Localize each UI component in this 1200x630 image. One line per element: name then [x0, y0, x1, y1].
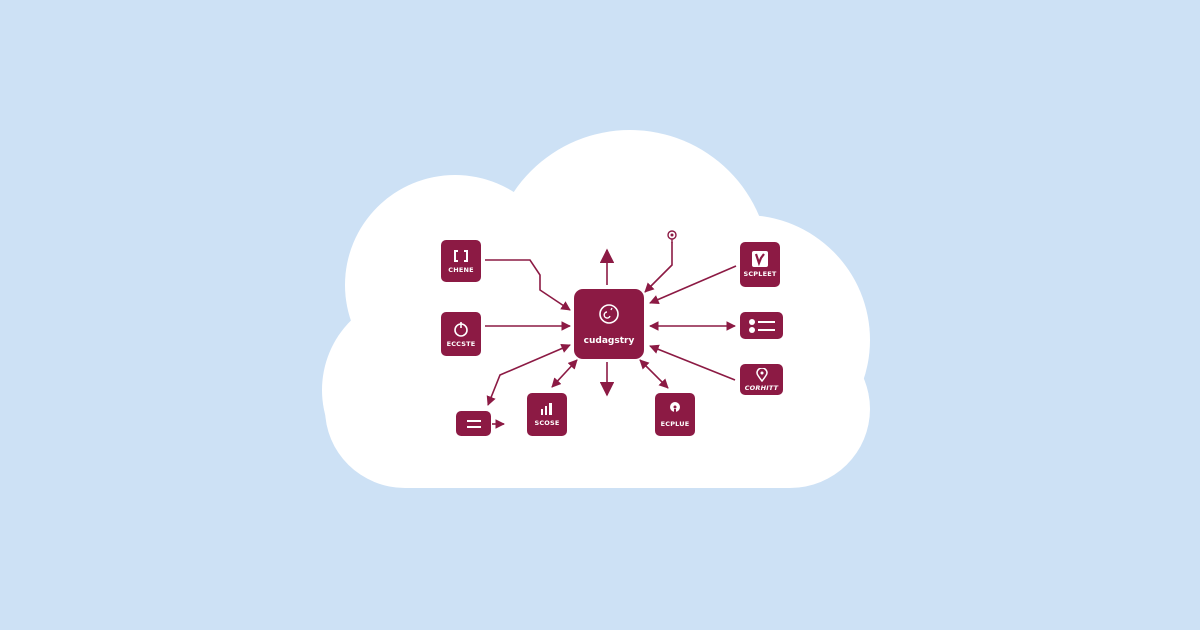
gauge-icon	[598, 303, 620, 330]
node-bottom-right[interactable]: CORHITT	[740, 364, 783, 395]
node-bottom-left[interactable]	[456, 411, 491, 436]
node-label: SCPLEET	[743, 270, 777, 278]
node-label: ECCSTE	[446, 339, 476, 348]
hub-label: cudagstry	[583, 335, 635, 346]
node-top-left[interactable]: CHENE	[441, 240, 481, 282]
checkbox-v-icon	[752, 251, 768, 267]
node-mid-left[interactable]: ECCSTE	[441, 312, 481, 356]
brackets-icon	[453, 249, 469, 263]
floating-pin	[665, 229, 679, 245]
hub-node[interactable]: cudagstry	[574, 289, 644, 359]
node-bottom-center-right[interactable]: ECPLUE	[655, 393, 695, 436]
node-label: CHENE	[448, 265, 474, 274]
node-label: SCOSE	[534, 419, 560, 427]
equals-icon	[466, 419, 482, 429]
list-icon	[748, 318, 776, 334]
node-bottom-center-left[interactable]: SCOSE	[527, 393, 567, 436]
location-pin-icon	[755, 367, 768, 382]
signal-icon	[540, 402, 554, 416]
node-top-right[interactable]: SCPLEET	[740, 242, 780, 287]
node-label: CORHITT	[744, 383, 779, 392]
key-icon	[668, 401, 682, 417]
node-mid-right[interactable]	[740, 312, 783, 339]
node-label: ECPLUE	[660, 420, 690, 428]
location-pin-icon	[667, 230, 677, 243]
power-icon	[453, 321, 469, 337]
